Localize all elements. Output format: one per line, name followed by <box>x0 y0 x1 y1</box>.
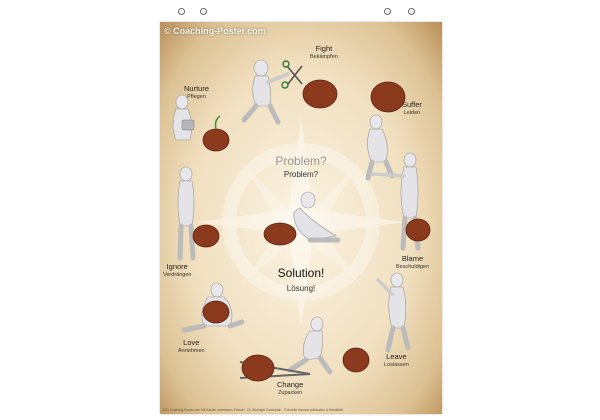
solution-heading: Solution! <box>277 266 325 280</box>
nut-center <box>263 222 297 246</box>
binder-hole <box>200 8 207 15</box>
leave-figure <box>376 272 411 353</box>
fight-figure <box>241 59 303 125</box>
coaching-poster: © Coaching-Poster.com Problem? Problem? … <box>160 22 442 414</box>
sprout-icon <box>214 115 221 130</box>
problem-subheading: Problem? <box>283 170 319 179</box>
nut-ignore <box>192 224 220 248</box>
poster-illustration <box>172 59 431 382</box>
nut-love <box>202 300 230 324</box>
nurture-figure <box>172 94 195 141</box>
solution-subheading: Lösung! <box>286 284 316 293</box>
nut-change <box>241 354 275 382</box>
binder-hole <box>408 8 415 15</box>
change-figure <box>239 316 333 379</box>
binder-hole <box>178 8 185 15</box>
nut-blame <box>405 218 431 242</box>
center-figure <box>293 191 341 243</box>
nut-leave <box>342 347 370 373</box>
watering-can-icon <box>181 119 195 131</box>
scissors-icon <box>281 60 303 89</box>
binder-hole <box>384 8 391 15</box>
suffer-figure <box>365 114 395 181</box>
problem-heading: Problem? <box>275 154 327 168</box>
nut-fight <box>302 79 338 109</box>
copyright-text: © Coaching-Poster.com <box>164 26 266 36</box>
nut-suffer <box>370 81 406 113</box>
footer-fine-print: 2011 Coaching-Poster.com Mit Kasten verb… <box>162 408 343 412</box>
blame-figure <box>370 152 421 251</box>
ignore-figure <box>177 166 196 261</box>
nut-nurture <box>202 128 230 152</box>
